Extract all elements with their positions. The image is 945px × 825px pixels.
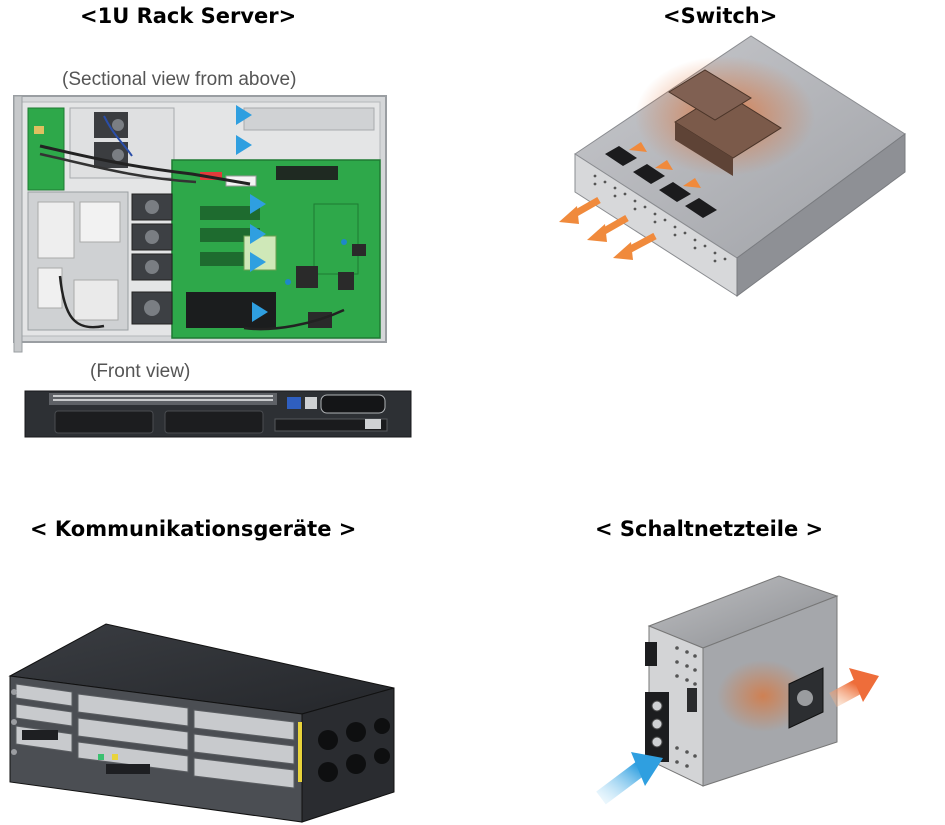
psu-diagram: [596, 575, 879, 805]
switch-diagram: [559, 35, 906, 297]
sectional-view-caption: (Sectional view from above): [62, 69, 297, 90]
rack-server-front-diagram: [24, 390, 412, 438]
front-view-caption: (Front view): [90, 361, 191, 382]
communication-equipment-diagram: [8, 623, 395, 823]
communication-title: < Kommunikationsgeräte >: [30, 517, 357, 541]
switch-ports: [605, 146, 717, 218]
cool-air-arrows: [166, 109, 254, 318]
switch-title: <Switch>: [663, 4, 778, 28]
front-vent-left: [54, 410, 154, 434]
psu-cool-air-arrow: [596, 752, 663, 805]
fan-array: [131, 193, 173, 325]
front-optical-drive: [320, 394, 386, 414]
front-vent-right: [164, 410, 264, 434]
rack-server-title: <1U Rack Server>: [80, 4, 297, 28]
rack-server-sectional-diagram: [13, 95, 387, 353]
psu-title: < Schaltnetzteile >: [595, 517, 824, 541]
psu-hot-air-arrow: [829, 668, 879, 708]
